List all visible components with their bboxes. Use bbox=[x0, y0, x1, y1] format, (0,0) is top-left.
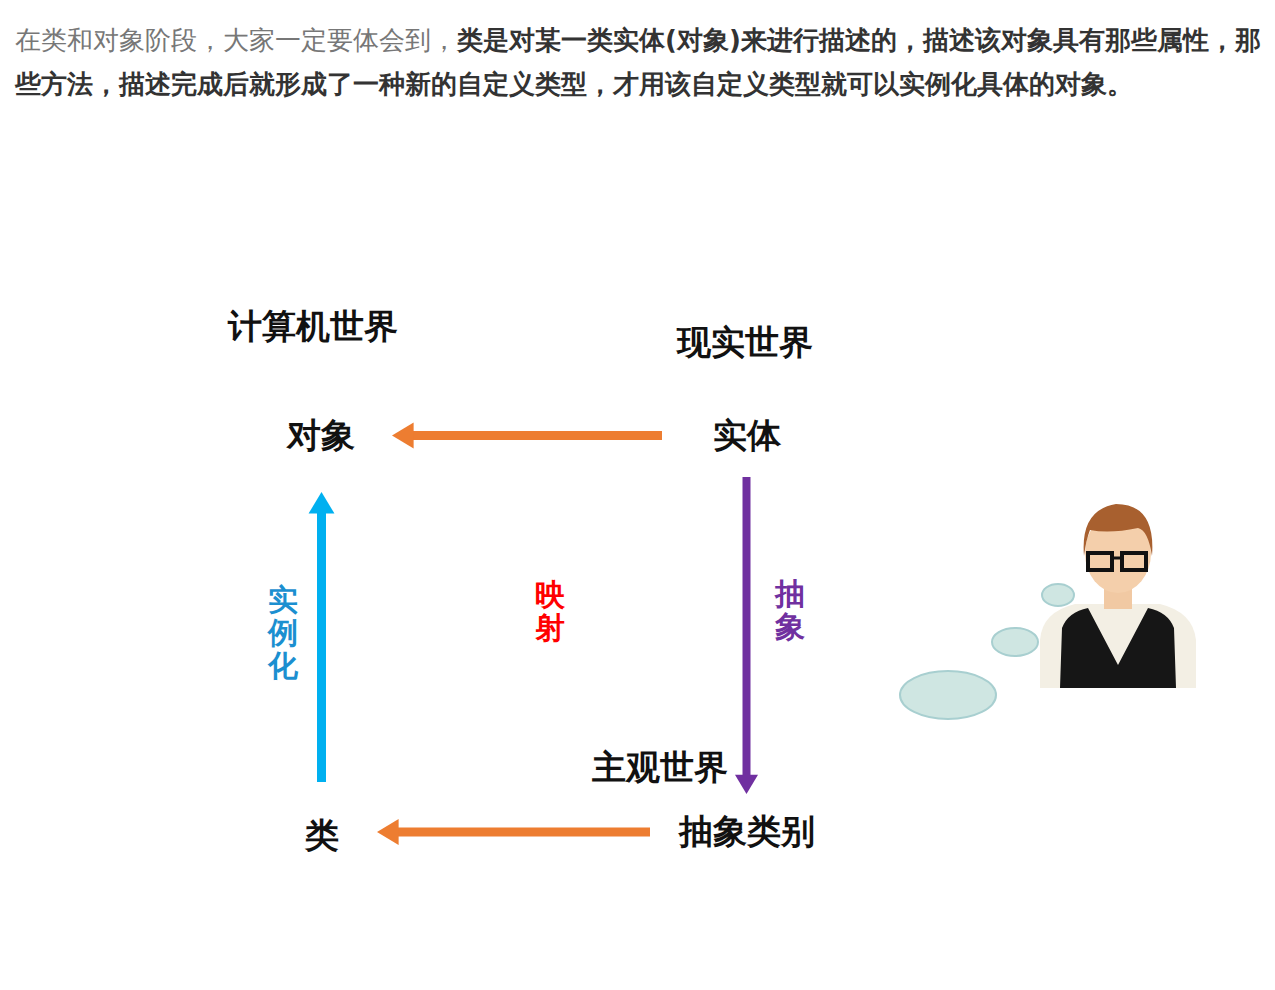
thought-bubble bbox=[900, 671, 996, 719]
node-outline bbox=[542, 260, 962, 530]
arrow-head bbox=[377, 819, 399, 845]
connector-arrow bbox=[743, 477, 751, 779]
thought-bubble bbox=[1042, 584, 1074, 606]
intro-paragraph: 在类和对象阶段，大家一定要体会到，类是对某一类实体(对象)来进行描述的，描述该对… bbox=[15, 18, 1270, 106]
connector-arrow bbox=[317, 509, 326, 782]
arrow-head bbox=[392, 423, 414, 449]
box-label: 类 bbox=[272, 788, 371, 884]
mapping-label: 映射 bbox=[535, 578, 565, 644]
node-shape bbox=[565, 711, 939, 919]
node-shape bbox=[273, 789, 370, 883]
world-ellipse: 计算机世界对象类 bbox=[105, 210, 525, 982]
arrow-head bbox=[309, 492, 335, 514]
world-heading: 现实世界 bbox=[677, 320, 813, 366]
connector-arrow bbox=[409, 431, 662, 440]
concept-box: 实体 bbox=[668, 400, 825, 471]
edge-label: 抽象 bbox=[775, 577, 805, 643]
person-figure bbox=[1040, 504, 1196, 688]
world-ellipse: 现实世界实体 bbox=[542, 260, 962, 530]
node-shape bbox=[106, 211, 524, 981]
node-shape bbox=[669, 401, 824, 470]
node-shape bbox=[657, 801, 837, 863]
edge-label: 实例化 bbox=[268, 583, 298, 682]
world-heading: 计算机世界 bbox=[228, 304, 398, 350]
box-label: 实体 bbox=[668, 400, 825, 471]
arrow-head bbox=[735, 775, 758, 794]
node-shape bbox=[543, 261, 961, 529]
concept-box: 对象 bbox=[256, 385, 386, 486]
concept-box: 类 bbox=[272, 788, 371, 884]
connector-arrow bbox=[394, 828, 650, 837]
thought-bubble bbox=[992, 628, 1038, 656]
world-heading: 主观世界 bbox=[592, 745, 728, 791]
world-ellipse: 主观世界抽象类别 bbox=[564, 710, 940, 920]
intro-text: 在类和对象阶段，大家一定要体会到， bbox=[15, 25, 457, 55]
node-shape bbox=[257, 386, 385, 485]
box-label: 抽象类别 bbox=[656, 800, 838, 864]
box-label: 对象 bbox=[256, 385, 386, 486]
concept-box: 抽象类别 bbox=[656, 800, 838, 864]
